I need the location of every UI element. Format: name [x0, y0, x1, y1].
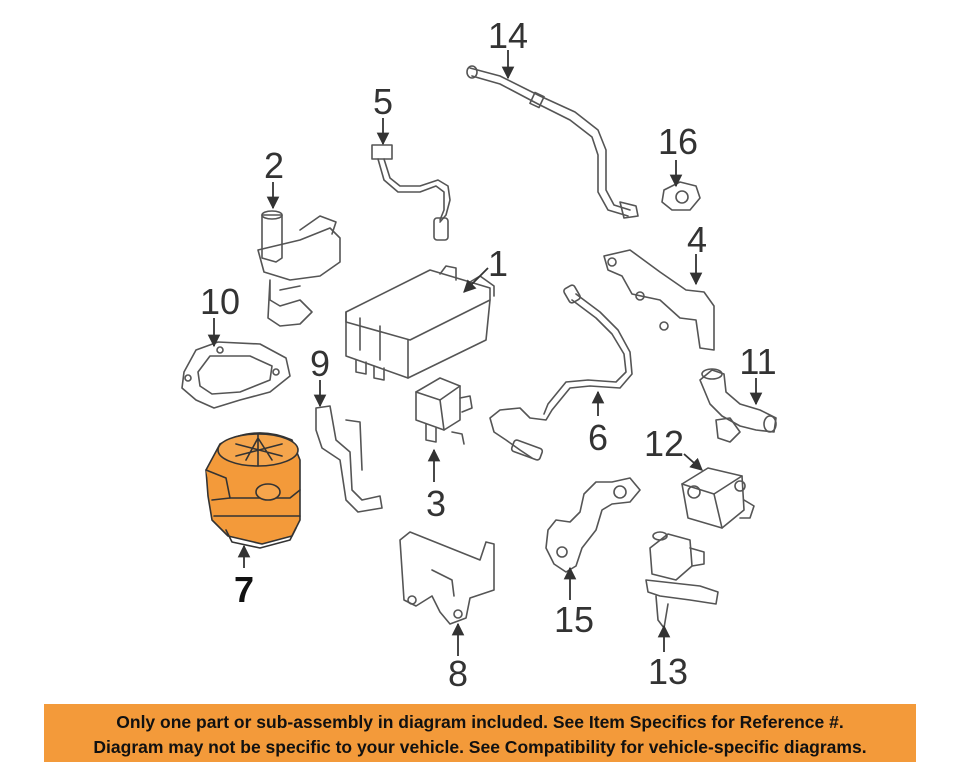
part-6-sensor-wire — [489, 284, 633, 461]
disclaimer-line-2: Diagram may not be specific to your vehi… — [93, 737, 867, 757]
callout-10: 10 — [199, 281, 241, 322]
part-9-bracket — [315, 405, 383, 513]
part-5-sensor — [371, 144, 451, 241]
leader-12 — [683, 453, 703, 471]
part-13-valve — [645, 531, 719, 629]
parts-diagram — [181, 50, 777, 656]
callout-5: 5 — [372, 81, 394, 122]
part-1-canister — [345, 265, 495, 381]
callout-2: 2 — [263, 145, 285, 186]
callout-11: 11 — [739, 341, 777, 382]
part-3-solenoid — [415, 377, 473, 445]
part-2-valve — [257, 210, 341, 327]
part-16-gasket — [661, 181, 701, 211]
part-8-bracket — [399, 531, 495, 625]
disclaimer-line-1: Only one part or sub-assembly in diagram… — [116, 712, 844, 732]
part-12-valve — [681, 467, 755, 529]
callout-9: 9 — [309, 343, 331, 384]
callout-8: 8 — [447, 653, 469, 694]
callout-4: 4 — [686, 219, 708, 260]
callout-14: 14 — [487, 15, 529, 56]
part-4-bracket — [603, 249, 715, 351]
callout-15: 15 — [553, 599, 595, 640]
callout-1: 1 — [487, 243, 509, 284]
part-15-pipe — [545, 477, 641, 573]
callout-7: 7 — [233, 569, 255, 610]
callout-12: 12 — [643, 423, 685, 464]
disclaimer-banner: Only one part or sub-assembly in diagram… — [44, 704, 916, 762]
part-14-hose — [466, 65, 639, 219]
callout-16: 16 — [657, 121, 699, 162]
part-11-hose — [699, 368, 777, 443]
part-7-air-pump — [205, 432, 301, 549]
callout-3: 3 — [425, 483, 447, 524]
part-10-bracket — [181, 341, 291, 409]
callout-6: 6 — [587, 417, 609, 458]
callout-13: 13 — [647, 651, 689, 692]
leader-1 — [463, 267, 489, 293]
